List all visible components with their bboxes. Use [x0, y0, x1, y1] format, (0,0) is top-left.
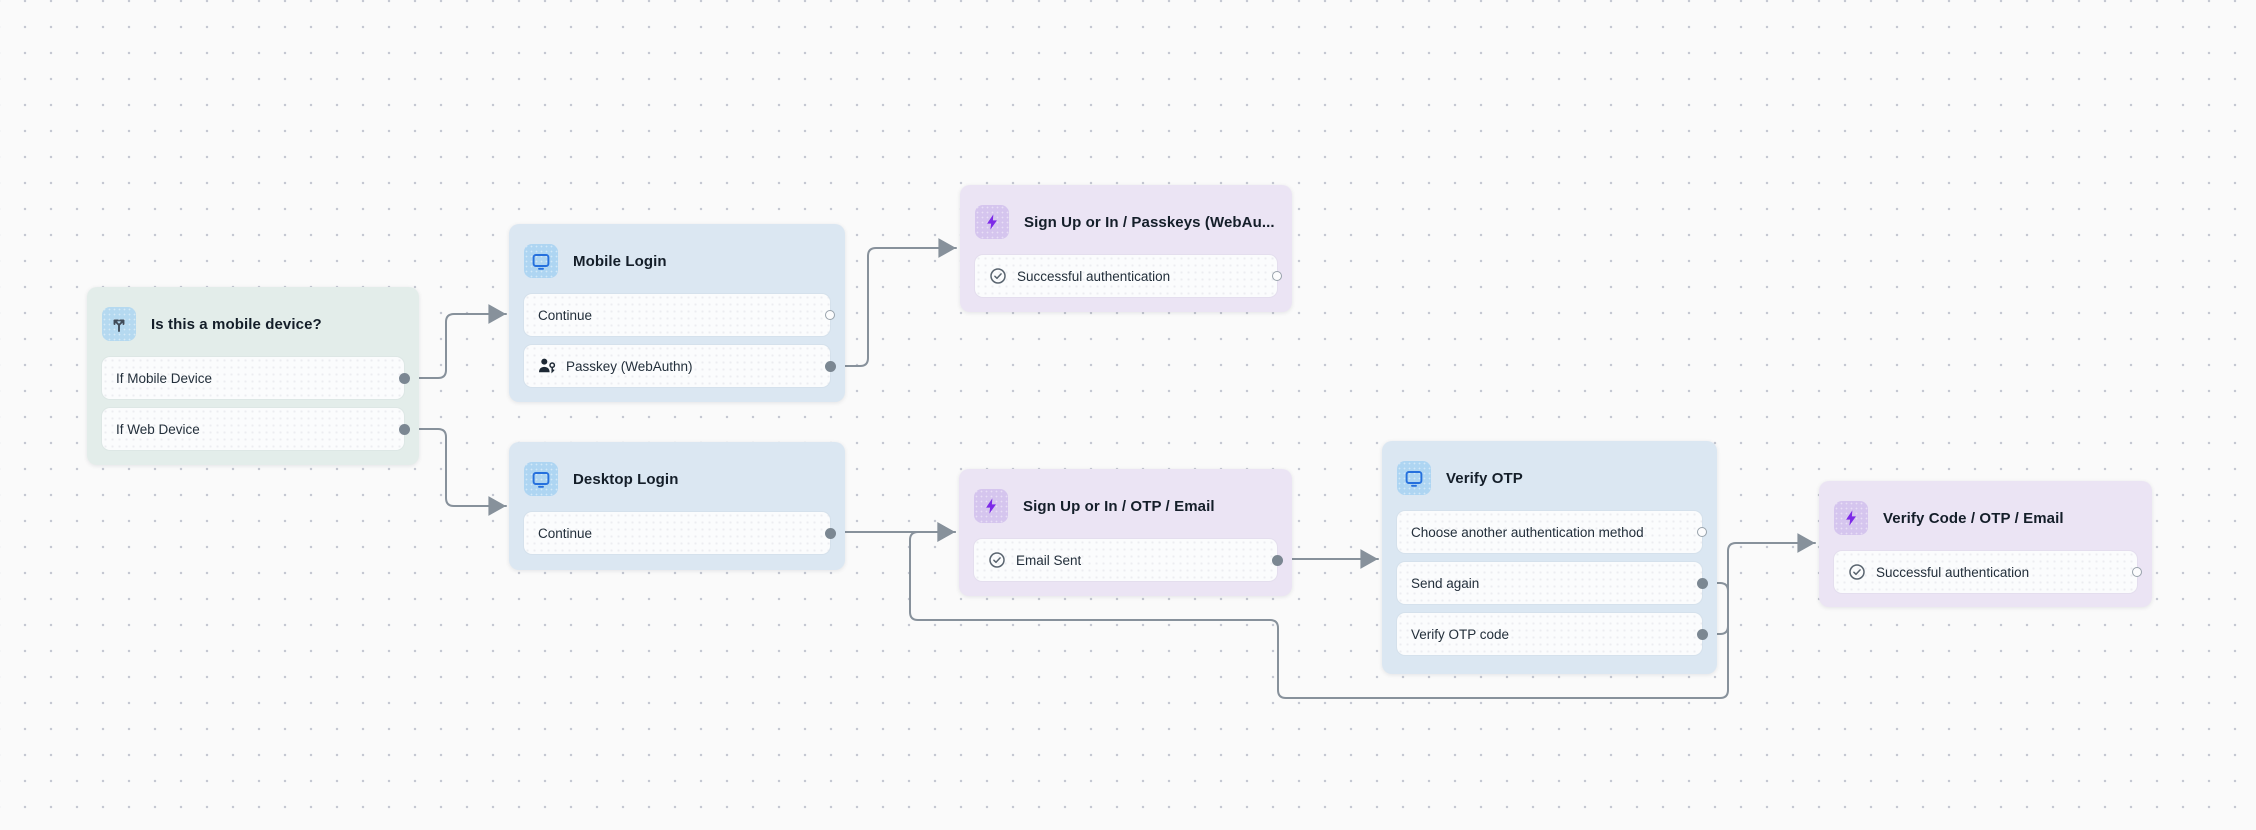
flow-node-verify-code-otp-email[interactable]: Verify Code / OTP / Email Successful aut… [1819, 481, 2152, 607]
bolt-icon [974, 489, 1008, 523]
passkey-icon [538, 357, 556, 375]
output-port[interactable] [398, 423, 410, 435]
row-email-sent[interactable]: Email Sent [974, 539, 1283, 581]
flow-node-is-this-a-mobile-device[interactable]: Is this a mobile device? If Mobile Devic… [87, 287, 419, 465]
check-circle-icon [1848, 563, 1866, 581]
node-title: Sign Up or In / Passkeys (WebAu... [1024, 213, 1275, 231]
output-port[interactable] [398, 372, 410, 384]
check-circle-icon [988, 551, 1006, 569]
row-send-again[interactable]: Send again [1397, 562, 1708, 604]
branch-icon [102, 307, 136, 341]
edge-if-web-to-desktop-login[interactable] [403, 428, 507, 516]
node-title: Is this a mobile device? [151, 315, 322, 333]
node-title: Verify OTP [1446, 469, 1523, 487]
row-if-mobile-device[interactable]: If Mobile Device [102, 357, 410, 399]
node-title: Verify Code / OTP / Email [1883, 509, 2064, 527]
node-header: Sign Up or In / Passkeys (WebAu... [975, 205, 1277, 239]
screen-icon [524, 244, 558, 278]
screen-icon [524, 462, 558, 496]
node-header: Is this a mobile device? [102, 307, 404, 341]
edge-if-mobile-to-mobile-login[interactable] [403, 304, 507, 379]
row-continue[interactable]: Continue [524, 512, 836, 554]
output-port[interactable] [1697, 527, 1707, 537]
node-header: Verify OTP [1397, 461, 1702, 495]
row-passkey-webauthn[interactable]: Passkey (WebAuthn) [524, 345, 836, 387]
output-port[interactable] [2132, 567, 2142, 577]
row-continue[interactable]: Continue [524, 294, 835, 336]
output-port[interactable] [1696, 628, 1708, 640]
output-port[interactable] [824, 527, 836, 539]
flow-node-desktop-login[interactable]: Desktop Login Continue [509, 442, 845, 570]
bolt-icon [975, 205, 1009, 239]
edge-passkey-to-signup-passkeys[interactable] [829, 238, 957, 367]
edge-verify-otp-code-to-verify-code[interactable] [1701, 533, 1816, 635]
bolt-icon [1834, 501, 1868, 535]
node-title: Desktop Login [573, 470, 679, 488]
output-port[interactable] [824, 360, 836, 372]
row-successful-authentication[interactable]: Successful authentication [975, 255, 1282, 297]
row-choose-another-method[interactable]: Choose another authentication method [1397, 511, 1707, 553]
node-header: Sign Up or In / OTP / Email [974, 489, 1277, 523]
output-port[interactable] [1696, 577, 1708, 589]
screen-icon [1397, 461, 1431, 495]
output-port[interactable] [1271, 554, 1283, 566]
flow-node-sign-up-or-in-otp-email[interactable]: Sign Up or In / OTP / Email Email Sent [959, 469, 1292, 596]
node-header: Desktop Login [524, 462, 830, 496]
flow-node-sign-up-or-in-passkeys[interactable]: Sign Up or In / Passkeys (WebAu... Succe… [960, 185, 1292, 312]
node-title: Mobile Login [573, 252, 667, 270]
node-title: Sign Up or In / OTP / Email [1023, 497, 1215, 515]
row-if-web-device[interactable]: If Web Device [102, 408, 410, 450]
row-successful-authentication[interactable]: Successful authentication [1834, 551, 2142, 593]
output-port[interactable] [1272, 271, 1282, 281]
node-header: Mobile Login [524, 244, 830, 278]
node-header: Verify Code / OTP / Email [1834, 501, 2137, 535]
row-verify-otp-code[interactable]: Verify OTP code [1397, 613, 1708, 655]
flow-node-verify-otp[interactable]: Verify OTP Choose another authentication… [1382, 441, 1717, 674]
flow-node-mobile-login[interactable]: Mobile Login Continue Passkey (WebAuthn) [509, 224, 845, 402]
output-port[interactable] [825, 310, 835, 320]
check-circle-icon [989, 267, 1007, 285]
